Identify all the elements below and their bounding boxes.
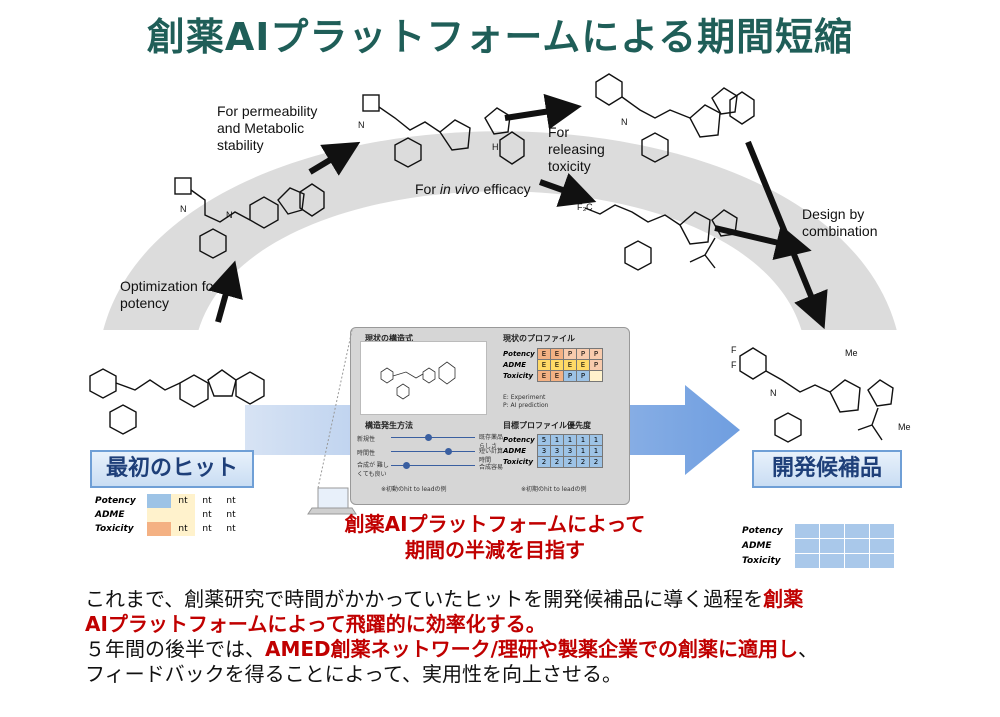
priority-note: ※初期のhit to leadの例	[521, 486, 587, 493]
label-design: Design by combination	[802, 206, 878, 239]
legend-experiment: E: Experiment	[503, 394, 546, 401]
goal-message: 創薬AIプラットフォームによって 期間の半減を目指す	[344, 512, 646, 562]
candidate-box: 開発候補品	[752, 450, 902, 488]
slider-knob[interactable]	[425, 434, 432, 441]
profile-title: 現状のプロファイル	[503, 334, 575, 343]
initial-hit-box: 最初のヒット	[90, 450, 254, 488]
svg-text:F: F	[731, 345, 737, 355]
description-text: これまで、創薬研究で時間がかかっていたヒットを開発候補品に導く過程を創薬 AIプ…	[85, 587, 818, 686]
slide-title: 創薬AIプラットフォームによる期間短縮	[146, 15, 854, 59]
svg-text:N: N	[226, 210, 233, 220]
label-permeability: For permeability and Metabolic stability	[217, 103, 318, 153]
candidate-profile-table: Potency ADME Toxicity	[742, 523, 895, 569]
structure-view	[360, 341, 487, 415]
slider-knob[interactable]	[445, 448, 452, 455]
slider-novelty[interactable]	[391, 437, 475, 438]
svg-text:H: H	[492, 142, 499, 152]
label-optimization: Optimization for potency	[120, 278, 219, 311]
method-note: ※初動のhit to leadの例	[381, 486, 447, 493]
label-in-vivo: For in vivo efficacy	[415, 181, 531, 197]
slider-knob[interactable]	[403, 462, 410, 469]
svg-text:N: N	[358, 120, 365, 130]
svg-text:N: N	[180, 204, 187, 214]
svg-text:Me: Me	[845, 348, 858, 358]
slider-time[interactable]	[391, 451, 475, 452]
slider-synthesis[interactable]	[391, 465, 475, 466]
svg-text:F: F	[731, 360, 737, 370]
initial-profile-table: Potency nt nt nt ADME nt nt Toxicity nt …	[95, 494, 236, 536]
svg-text:F₃C: F₃C	[577, 202, 593, 212]
structure-title: 現状の構造式	[365, 334, 413, 343]
legend-prediction: P: AI prediction	[503, 402, 549, 409]
priority-title: 目標プロファイル優先度	[503, 421, 591, 430]
label-releasing: For releasing toxicity	[548, 124, 605, 174]
svg-text:Me: Me	[898, 422, 911, 432]
svg-text:N: N	[770, 388, 777, 398]
svg-text:N: N	[621, 117, 628, 127]
method-title: 構造発生方法	[365, 421, 413, 430]
